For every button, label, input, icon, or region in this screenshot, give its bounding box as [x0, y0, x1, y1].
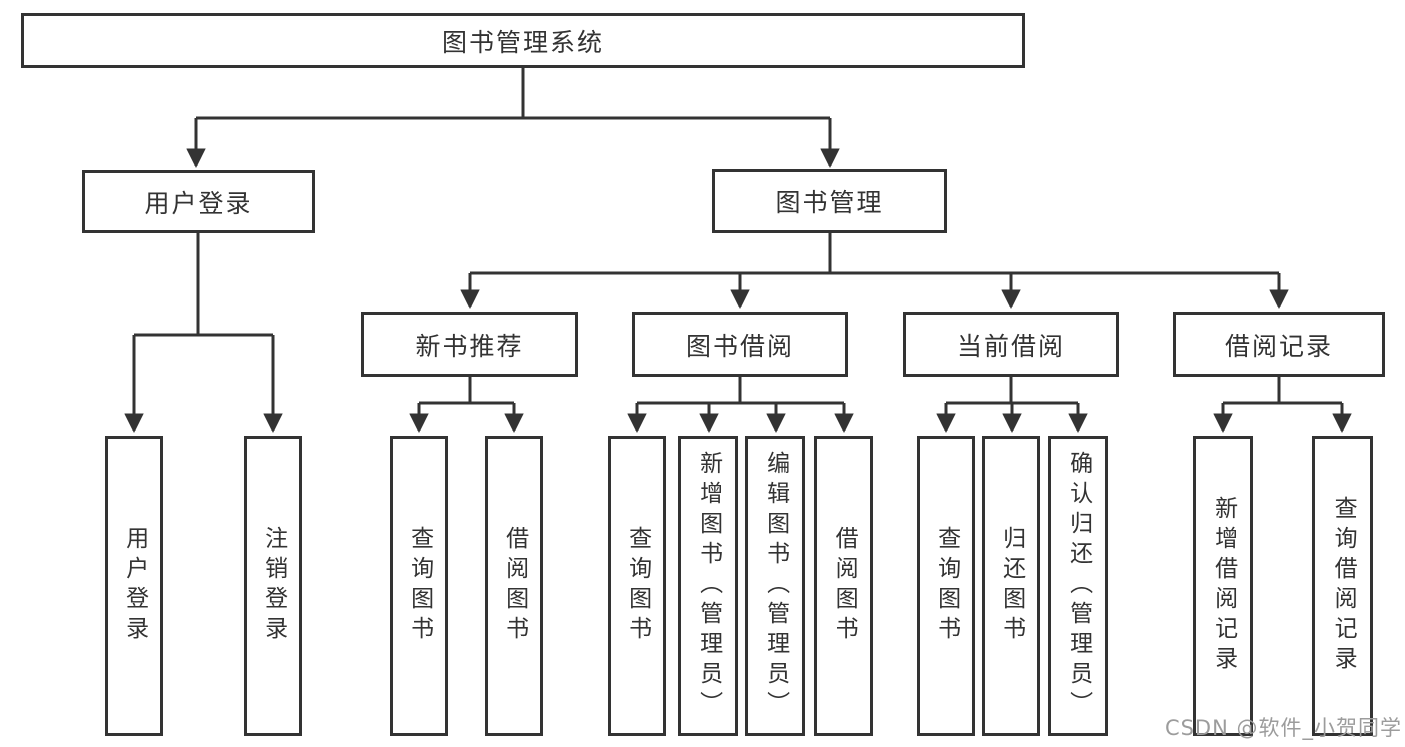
node-new-book-recommend-label: 新书推荐 — [415, 331, 524, 361]
node-book-borrowing-label: 图书借阅 — [685, 331, 794, 361]
leaf-query-books-current: 查询图书 — [917, 436, 975, 736]
leaf-add-borrow-record: 新增借阅记录 — [1193, 436, 1253, 736]
leaf-borrow-books-recommend: 借阅图书 — [485, 436, 543, 736]
leaf-return-books-label: 归还图书 — [998, 526, 1025, 646]
leaf-add-books-admin-label: 新增图书（管理员） — [695, 451, 722, 721]
leaf-add-borrow-record-label: 新增借阅记录 — [1210, 496, 1237, 676]
connector-borrowing-records-branch — [1213, 377, 1352, 433]
leaf-logout: 注销登录 — [244, 436, 302, 736]
connector-current-borrowing-branch — [936, 377, 1088, 433]
node-new-book-recommend: 新书推荐 — [361, 312, 578, 377]
leaf-query-borrow-record: 查询借阅记录 — [1312, 436, 1373, 736]
leaf-return-books: 归还图书 — [982, 436, 1040, 736]
leaf-add-books-admin: 新增图书（管理员） — [678, 436, 738, 736]
leaf-query-books-borrowing: 查询图书 — [608, 436, 666, 736]
node-current-borrowing: 当前借阅 — [903, 312, 1119, 377]
node-book-management: 图书管理 — [712, 169, 947, 233]
leaf-confirm-return-admin: 确认归还（管理员） — [1048, 436, 1108, 736]
node-book-borrowing: 图书借阅 — [632, 312, 848, 377]
leaf-edit-books-admin-label: 编辑图书（管理员） — [762, 451, 789, 721]
leaf-query-books-recommend: 查询图书 — [390, 436, 448, 736]
leaf-query-books-current-label: 查询图书 — [933, 526, 960, 646]
node-user-login: 用户登录 — [82, 170, 315, 233]
leaf-query-borrow-record-label: 查询借阅记录 — [1330, 496, 1357, 676]
leaf-query-books-borrowing-label: 查询图书 — [624, 526, 651, 646]
leaf-confirm-return-admin-label: 确认归还（管理员） — [1065, 451, 1092, 721]
connector-book-borrowing-branch — [627, 377, 854, 433]
csdn-watermark: CSDN @软件_小贺同学 — [1164, 716, 1402, 740]
leaf-user-login-label: 用户登录 — [121, 526, 148, 646]
leaf-borrow-books-borrowing-label: 借阅图书 — [831, 526, 858, 646]
connector-root-to-level2 — [186, 68, 840, 168]
connector-book-management-branch — [460, 232, 1289, 309]
leaf-logout-label: 注销登录 — [260, 526, 287, 646]
leaf-query-books-recommend-label: 查询图书 — [406, 526, 433, 646]
node-borrowing-records-label: 借阅记录 — [1224, 331, 1333, 361]
node-borrowing-records: 借阅记录 — [1173, 312, 1385, 377]
node-root-system-label: 图书管理系统 — [441, 27, 604, 57]
node-user-login-label: 用户登录 — [144, 188, 253, 218]
node-current-borrowing-label: 当前借阅 — [956, 331, 1065, 361]
connector-user-login-branch — [124, 233, 283, 433]
leaf-borrow-books-borrowing: 借阅图书 — [814, 436, 873, 736]
leaf-borrow-books-recommend-label: 借阅图书 — [501, 526, 528, 646]
node-root-system: 图书管理系统 — [21, 13, 1025, 68]
connector-new-book-recommend-branch — [409, 377, 524, 433]
leaf-user-login: 用户登录 — [105, 436, 163, 736]
leaf-edit-books-admin: 编辑图书（管理员） — [745, 436, 805, 736]
node-book-management-label: 图书管理 — [775, 188, 884, 217]
